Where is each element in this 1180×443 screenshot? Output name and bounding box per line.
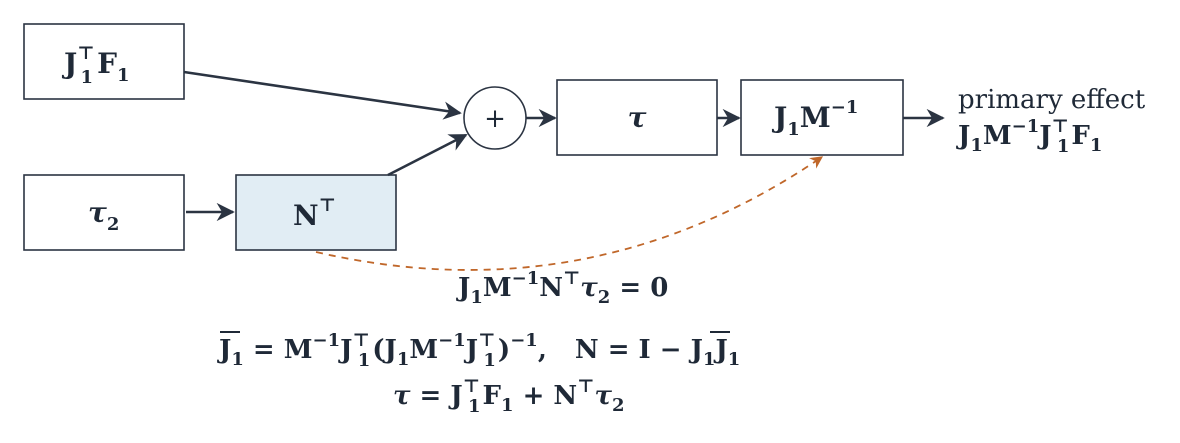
j1minv-sub: 1 [787, 119, 800, 140]
arrow-jtf1-to-sum [183, 70, 462, 120]
box-n-transpose: N⊤ [235, 174, 397, 251]
j1minv-mid: M [800, 101, 831, 134]
nt-sup: ⊤ [319, 195, 336, 216]
jtf1-tail-sub: 1 [117, 65, 130, 86]
nt-main: N [293, 199, 319, 232]
output-label: primary effect [958, 85, 1146, 115]
null-condition-equation: J1M−1N⊤τ2 = 0 [456, 268, 668, 308]
svg-text:J⊤1F1: J⊤ 1F1 [61, 43, 129, 88]
pseudo-inverse-formula: J1 = M−1J⊤1(J1M−1J⊤1)−1,N = I − J1J1 [217, 330, 740, 371]
torque-composition-formula: τ = J⊤1F1 + N⊤τ2 [393, 376, 624, 417]
svg-text:N⊤: N⊤ [293, 195, 336, 232]
tau-main: τ [628, 101, 647, 134]
arrow-nt-to-sum [387, 133, 468, 177]
tau2-main: τ [88, 196, 107, 229]
jtf1-tail: F [97, 47, 117, 80]
box-j1-minv: J1M−1 [740, 79, 904, 156]
svg-text:J1 = M−1J⊤1(J1M−1J⊤1)−1,N = I: J1 = M−1J⊤1(J1M−1J⊤1)−1,N = I − J1J1 [217, 330, 740, 371]
jtf1-main: J [61, 47, 77, 80]
sum-node: + [463, 86, 527, 150]
svg-text:τ2: τ2 [88, 196, 119, 235]
box-tau: τ [556, 79, 718, 156]
sum-symbol: + [484, 104, 506, 134]
dashed-null-space-arrow [315, 156, 824, 271]
jtf1-sub: 1 [81, 67, 94, 88]
output-expression: J1M−1J⊤1F1 [956, 116, 1102, 157]
svg-text:J1M−1: J1M−1 [771, 97, 858, 140]
jtf1-sup: ⊤ [77, 43, 94, 64]
j1minv-main: J [771, 101, 787, 134]
j1minv-sup: −1 [831, 97, 859, 118]
tau2-sub: 2 [107, 214, 120, 235]
box-tau2: τ2 [23, 174, 185, 251]
